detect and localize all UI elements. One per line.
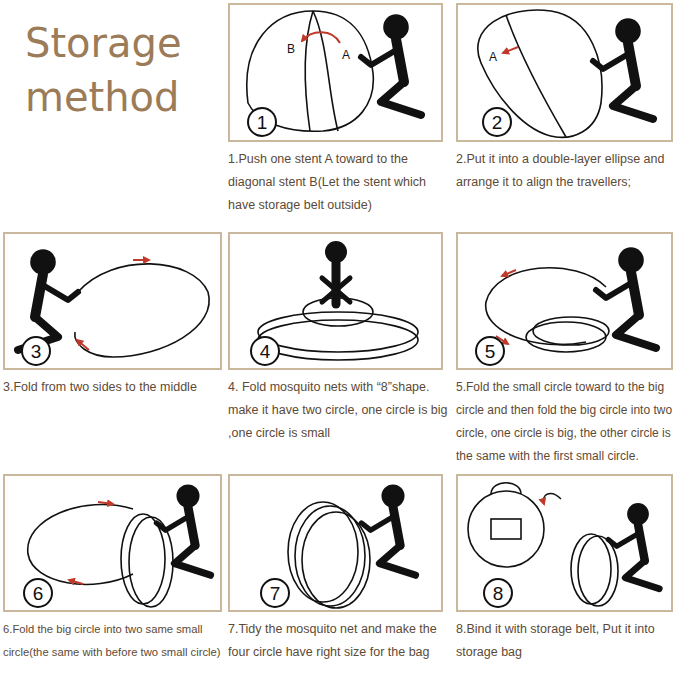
step-panel: 5.Fold the small circle toward to the bi…	[456, 232, 673, 370]
callout-number: 4	[260, 342, 271, 361]
callout-circle: 2	[482, 107, 512, 137]
callout-circle: 1	[247, 107, 277, 137]
fold-figure	[258, 241, 418, 360]
callout-number: 5	[485, 342, 496, 361]
callout-number: 8	[493, 584, 504, 603]
step-panel: 8.Bind it with storage belt, Put it into…	[456, 474, 673, 612]
part-label: A	[488, 51, 498, 63]
callout-number: 3	[31, 342, 42, 361]
callout-number: 7	[270, 584, 281, 603]
part-label: A	[341, 49, 351, 61]
title: Storage method	[25, 16, 225, 124]
step-caption: 6.Fold the big circle into two same smal…	[3, 618, 225, 664]
callout-number: 2	[492, 113, 503, 132]
callout-circle: 7	[260, 578, 290, 608]
step-caption: 4. Fold mosquito nets with “8”shape. mak…	[228, 376, 450, 445]
step-panel: 7.Tidy the mosquito net and make the fou…	[228, 474, 443, 612]
step-panel: 2.Put it into a double-layer ellipse and…	[456, 3, 673, 142]
bag-figure	[468, 483, 659, 606]
callout-number: 1	[257, 113, 268, 132]
step-panel: 6.Fold the big circle into two same smal…	[3, 474, 222, 612]
step-panel: 4. Fold mosquito nets with “8”shape. mak…	[228, 232, 443, 370]
step-caption: 8.Bind it with storage belt, Put it into…	[456, 618, 676, 664]
fold-figure	[28, 485, 211, 607]
callout-circle: 6	[23, 578, 53, 608]
step-caption: 7.Tidy the mosquito net and make the fou…	[228, 618, 450, 664]
step-caption: 5.Fold the small circle toward to the bi…	[456, 376, 676, 468]
callout-number: 6	[33, 584, 44, 603]
step-panel: 1.Push one stent A toward to the diagona…	[228, 3, 443, 142]
callout-circle: 8	[483, 578, 513, 608]
callout-circle: 4	[250, 336, 280, 366]
tent-figure	[478, 10, 653, 137]
step-caption: 1.Push one stent A toward to the diagona…	[228, 148, 450, 217]
step-panel: 3.Fold from two sides to the middle3	[3, 232, 222, 370]
step-caption: 2.Put it into a double-layer ellipse and…	[456, 148, 676, 194]
fold-figure	[486, 248, 656, 352]
part-label: B	[286, 43, 296, 55]
step-caption: 3.Fold from two sides to the middle	[3, 376, 225, 399]
callout-circle: 5	[475, 336, 505, 366]
coil-figure	[288, 485, 416, 608]
callout-circle: 3	[21, 336, 51, 366]
